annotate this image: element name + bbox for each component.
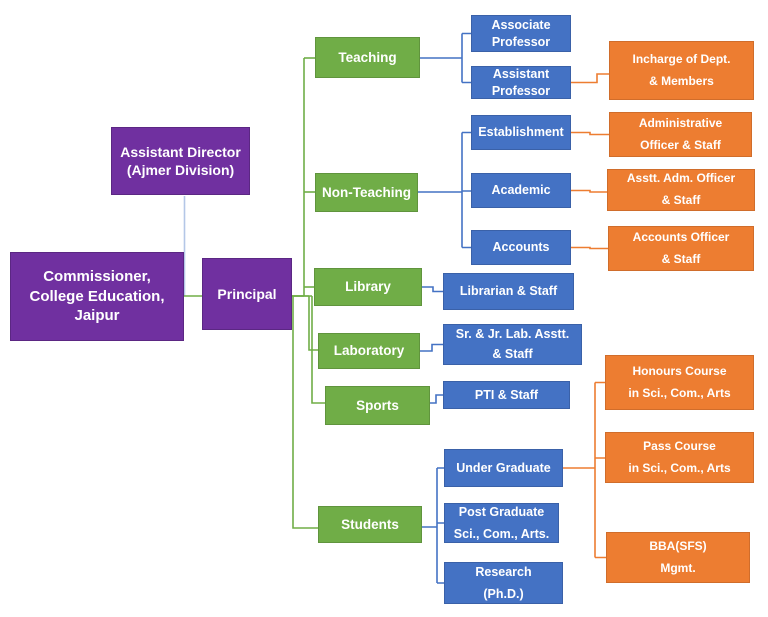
connector-accounts-accounts-officer <box>571 246 608 250</box>
org-node-teaching: Teaching <box>315 37 420 78</box>
org-node-non-teaching: Non-Teaching <box>315 173 418 212</box>
org-node-asstt-adm-officer: Asstt. Adm. Officer & Staff <box>607 169 755 211</box>
org-node-principal: Principal <box>202 258 292 330</box>
connector-academic-asstt-adm <box>571 189 607 193</box>
org-node-accounts: Accounts <box>471 230 571 265</box>
org-node-students: Students <box>318 506 422 543</box>
connector-teaching-professors <box>420 32 471 84</box>
org-node-academic: Academic <box>471 173 571 208</box>
connector-under-graduate-courses <box>563 381 606 559</box>
org-node-library: Library <box>314 268 422 306</box>
org-node-research: Research (Ph.D.) <box>444 562 563 604</box>
connector-principal-sports <box>292 295 325 404</box>
connector-library-librarian <box>422 286 443 293</box>
org-node-librarian-staff: Librarian & Staff <box>443 273 574 310</box>
connector-laboratory-lab-asstt <box>420 343 443 352</box>
org-node-under-graduate: Under Graduate <box>444 449 563 487</box>
org-node-associate-professor: Associate Professor <box>471 15 571 52</box>
org-node-accounts-officer: Accounts Officer & Staff <box>608 226 754 271</box>
org-node-admin-officer: Administrative Officer & Staff <box>609 112 752 157</box>
org-node-sr-jr-lab-asstt: Sr. & Jr. Lab. Asstt. & Staff <box>443 324 582 365</box>
org-node-pass-course: Pass Course in Sci., Com., Arts <box>605 432 754 483</box>
org-node-bba-sfs: BBA(SFS) Mgmt. <box>606 532 750 583</box>
org-node-honours-course: Honours Course in Sci., Com., Arts <box>605 355 754 410</box>
connector-assistant-professor-incharge <box>571 73 609 84</box>
org-node-incharge-dept: Incharge of Dept. & Members <box>609 41 754 100</box>
org-node-commissioner: Commissioner, College Education, Jaipur <box>10 252 184 341</box>
org-node-pti-staff: PTI & Staff <box>443 381 570 409</box>
connector-principal-students <box>292 296 318 529</box>
org-node-assistant-professor: Assistant Professor <box>471 66 571 99</box>
connector-establishment-admin-officer <box>571 131 609 136</box>
connector-non-teaching-sections <box>418 131 471 249</box>
org-node-assistant-director: Assistant Director (Ajmer Division) <box>111 127 250 195</box>
org-node-establishment: Establishment <box>471 115 571 150</box>
org-node-laboratory: Laboratory <box>318 333 420 369</box>
connector-sports-pti <box>430 394 443 404</box>
org-node-post-graduate: Post Graduate Sci., Com., Arts. <box>444 503 559 543</box>
connector-students-degrees <box>422 467 444 584</box>
org-node-sports: Sports <box>325 386 430 425</box>
